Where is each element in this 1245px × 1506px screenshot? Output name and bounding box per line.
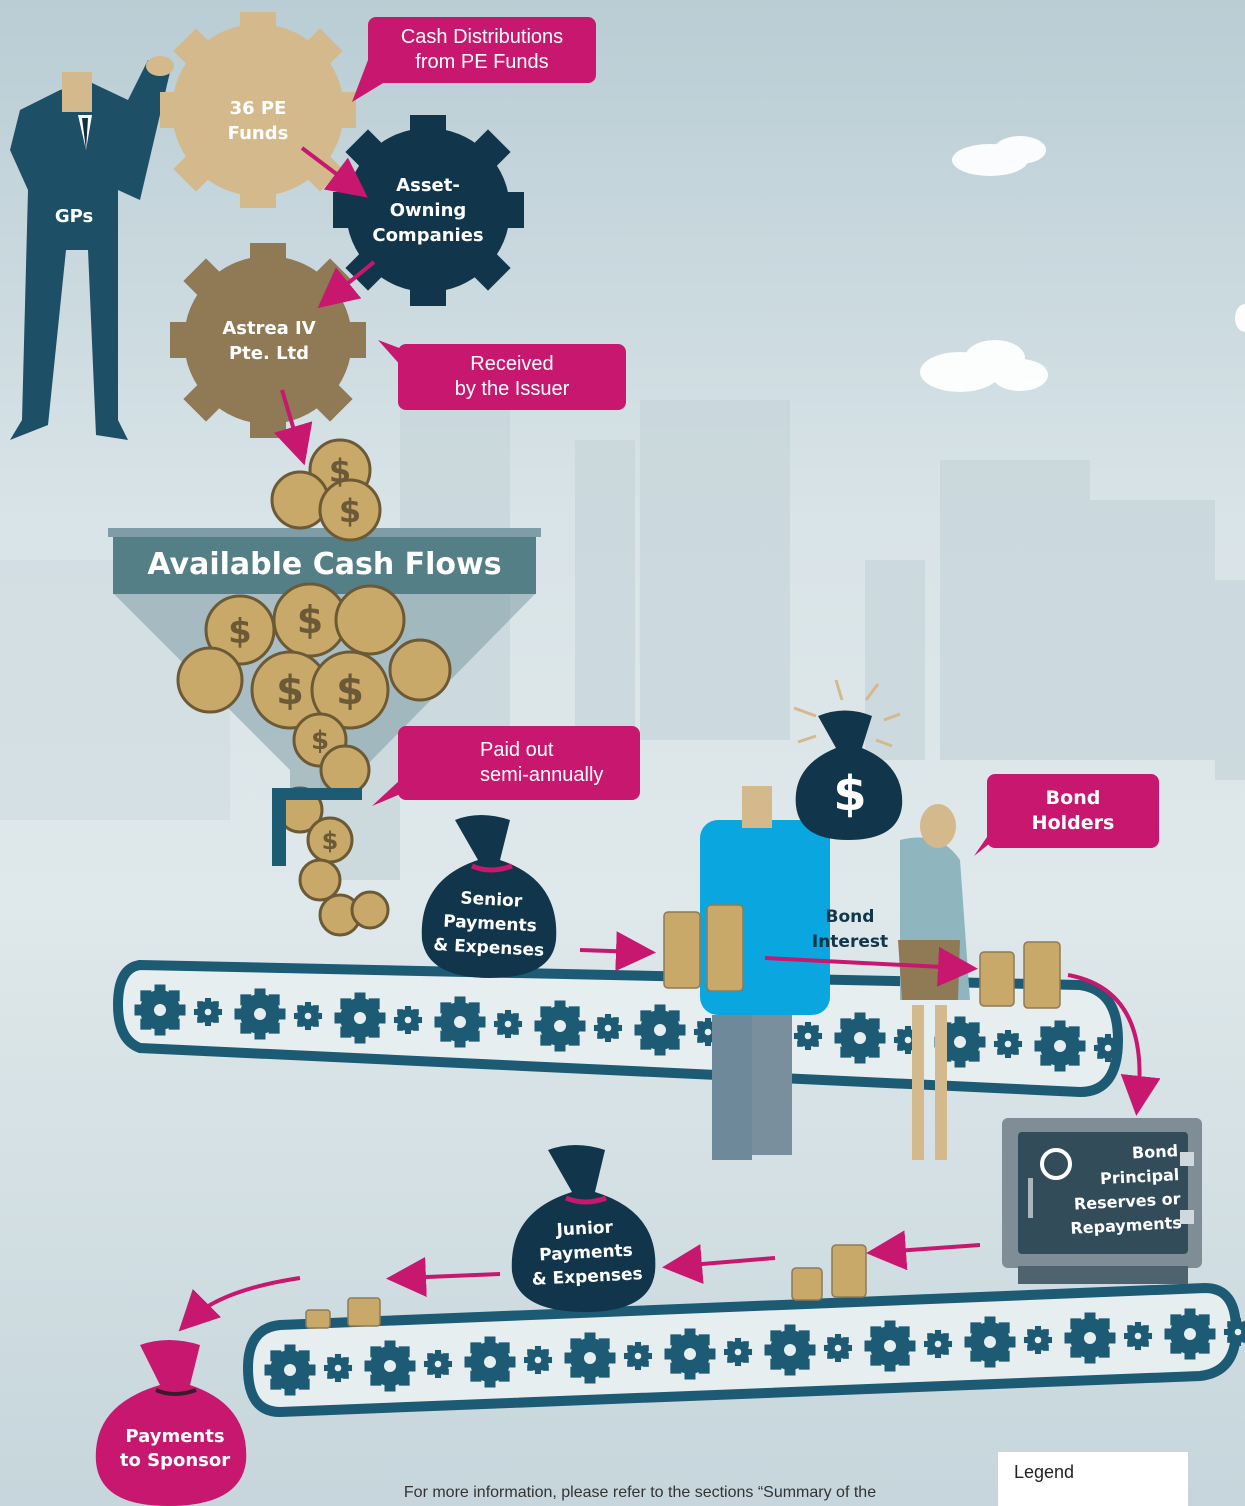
belt-gear-icon bbox=[293, 1001, 323, 1031]
callout-received-text: Received by the Issuer bbox=[454, 353, 570, 400]
belt-gear-icon bbox=[264, 1344, 316, 1396]
belt-gear-icon bbox=[1064, 1312, 1116, 1364]
callout-cash-distributions-text: Cash Distributions from PE Funds bbox=[400, 26, 564, 73]
callout-cash-distributions: Cash Distributions from PE Funds bbox=[368, 17, 596, 83]
svg-text:$: $ bbox=[329, 452, 351, 490]
svg-text:$: $ bbox=[228, 612, 252, 652]
belt-gear-icon bbox=[323, 1353, 353, 1383]
available-cash-flows-title: Available Cash Flows bbox=[147, 547, 502, 582]
hand-decoration bbox=[146, 56, 174, 76]
arrow-asset-to-astrea bbox=[317, 260, 376, 309]
belt-gear-icon bbox=[623, 1341, 653, 1371]
belt-gear-icon bbox=[1164, 1308, 1216, 1360]
callout-paid-out: Paid out semi-annually bbox=[398, 726, 640, 800]
gps-label: GPs bbox=[54, 206, 94, 227]
bond-principal-safe bbox=[1002, 1118, 1202, 1284]
belt-gear-icon bbox=[823, 1333, 853, 1363]
belt-gear-icon bbox=[334, 992, 386, 1044]
svg-text:$: $ bbox=[336, 668, 364, 714]
belt-gear-icon bbox=[1223, 1317, 1245, 1347]
belt-gear-icon bbox=[234, 988, 286, 1040]
junior-bag bbox=[511, 1145, 656, 1312]
belt-gear-icon bbox=[493, 1009, 523, 1039]
belt-gear-icon bbox=[393, 1005, 423, 1035]
belt-gear-icon bbox=[664, 1328, 716, 1380]
legend-title: Legend bbox=[1014, 1462, 1075, 1482]
svg-text:$: $ bbox=[297, 598, 323, 642]
svg-text:$: $ bbox=[276, 668, 304, 714]
belt-gear-icon bbox=[534, 1000, 586, 1052]
pipe bbox=[272, 788, 362, 866]
bond-interest-label: Bond Interest bbox=[811, 907, 889, 952]
belt-gear-icon bbox=[793, 1021, 823, 1051]
arrow-astrea-to-funnel bbox=[273, 389, 313, 466]
belt-gear-icon bbox=[423, 1349, 453, 1379]
sponsor-bag bbox=[95, 1340, 247, 1506]
callout-bond-holders: Bond Holders bbox=[987, 774, 1159, 848]
belt-gear-icon bbox=[593, 1013, 623, 1043]
belt-gear-icon bbox=[634, 1004, 686, 1056]
belt-gear-icon bbox=[723, 1337, 753, 1367]
belt-gear-icon bbox=[434, 996, 486, 1048]
callout-paid-out-text: Paid out semi-annually bbox=[480, 739, 604, 786]
gear-label-pe-funds: 36 PE Funds bbox=[227, 98, 289, 144]
svg-text:$: $ bbox=[311, 726, 329, 756]
callout-bond-holders-text: Bond Holders bbox=[1031, 787, 1115, 834]
belt-gear-icon bbox=[964, 1316, 1016, 1368]
payments-to-sponsor-label: Payments to Sponsor bbox=[119, 1426, 231, 1471]
legend-box: Legend bbox=[998, 1452, 1188, 1506]
belt-gear-icon bbox=[993, 1029, 1023, 1059]
belt-gear-icon bbox=[1123, 1321, 1153, 1351]
gear-label-astrea: Astrea IV Pte. Ltd bbox=[222, 318, 316, 364]
belt-gear-icon bbox=[1034, 1020, 1086, 1072]
junior-payments-label: Junior Payments & Expenses bbox=[531, 1217, 644, 1290]
arrow-pe-to-asset bbox=[300, 146, 368, 198]
callout-received: Received by the Issuer bbox=[398, 344, 626, 410]
cloud-decoration bbox=[920, 136, 1245, 392]
senior-bag bbox=[421, 815, 557, 978]
belt-gear-icon bbox=[923, 1329, 953, 1359]
belt-gear-icon bbox=[523, 1345, 553, 1375]
dollar-signs: $$ $$ $$ $$ bbox=[228, 452, 364, 855]
footnote: For more information, please refer to th… bbox=[403, 1484, 877, 1501]
svg-text:$: $ bbox=[833, 766, 866, 822]
belt-gear-icon bbox=[134, 984, 186, 1036]
senior-payments-label: Senior Payments & Expenses bbox=[432, 888, 545, 961]
gear-36-pe-funds bbox=[160, 12, 356, 208]
belt-gears bbox=[134, 984, 1245, 1396]
belt-gear-icon bbox=[764, 1324, 816, 1376]
belt-gear-icon bbox=[193, 997, 223, 1027]
belt-gear-icon bbox=[864, 1320, 916, 1372]
belt-gear-icon bbox=[1023, 1325, 1053, 1355]
flow-arrows bbox=[178, 931, 1161, 1332]
belt-gear-icon bbox=[364, 1340, 416, 1392]
belt-gear-icon bbox=[464, 1336, 516, 1388]
svg-text:$: $ bbox=[339, 492, 361, 530]
coins bbox=[176, 438, 452, 937]
shine-lines bbox=[793, 679, 901, 748]
money-bag-held: $ bbox=[795, 710, 903, 840]
belt-gear-icon bbox=[564, 1332, 616, 1384]
gps-businessman bbox=[10, 60, 170, 440]
gear-label-asset-owning: Asset- Owning Companies bbox=[372, 175, 484, 246]
svg-text:$: $ bbox=[322, 827, 339, 855]
belt-gear-icon bbox=[1093, 1033, 1123, 1063]
belt-gear-icon bbox=[834, 1012, 886, 1064]
bond-principal-label: Bond Principal Reserves or Repayments bbox=[1069, 1141, 1183, 1238]
coin-stacks bbox=[305, 904, 1061, 1329]
